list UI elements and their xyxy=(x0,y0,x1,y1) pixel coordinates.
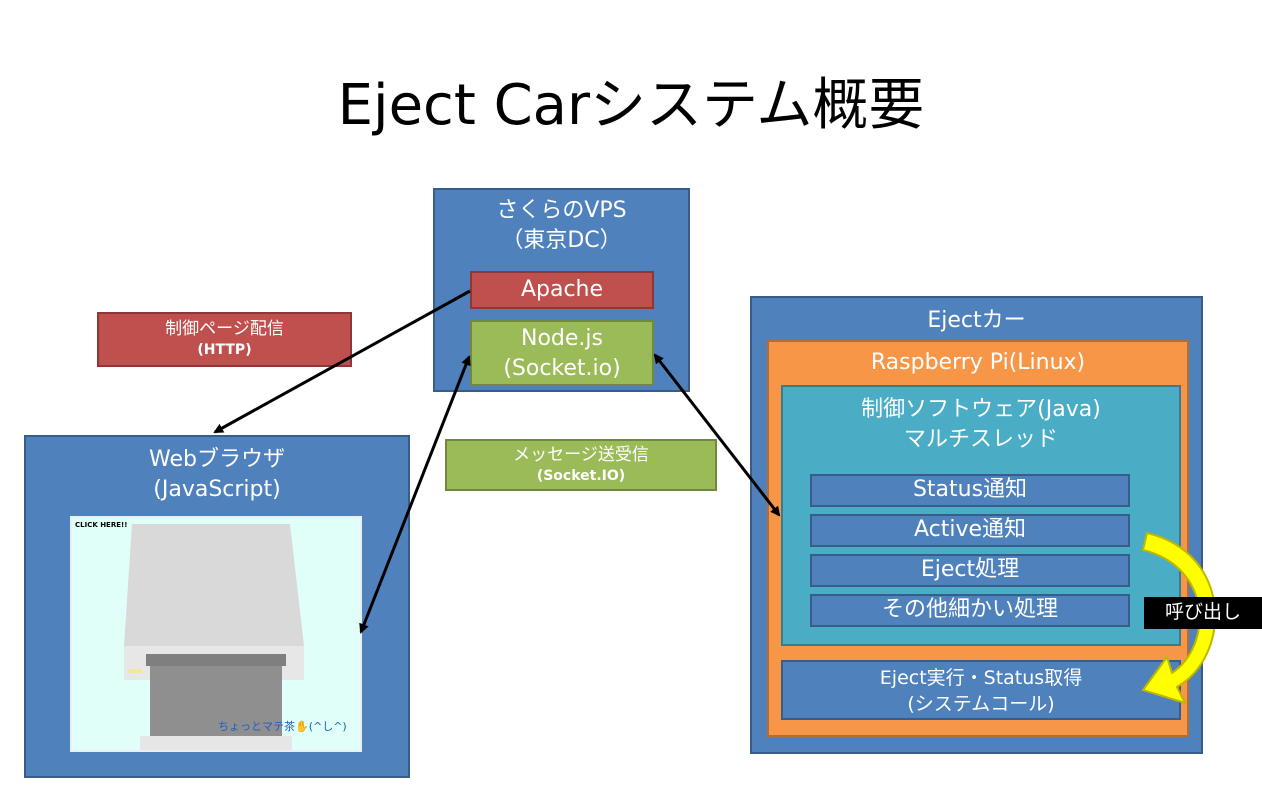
click-here-text[interactable]: CLICK HERE!! xyxy=(75,521,128,529)
page-title: Eject Carシステム概要 xyxy=(337,73,925,138)
socket-label-line1: メッセージ送受信 xyxy=(513,445,649,465)
apache-label: Apache xyxy=(520,277,604,302)
eject-car-label: Ejectカー xyxy=(927,308,1026,333)
eject-process-item: Eject処理 xyxy=(810,554,1130,587)
syscall-label-line2: (システムコール) xyxy=(907,693,1055,715)
browser-preview[interactable]: CLICK HERE!! ちょっとマテ茶✋(^し^) xyxy=(70,516,362,752)
eject-process-label: Eject処理 xyxy=(920,557,1020,582)
drive-illustration xyxy=(124,524,304,750)
socket-arrow-car xyxy=(653,353,781,517)
vps-label-line1: さくらのVPS xyxy=(496,198,627,223)
http-arrow xyxy=(213,289,471,434)
drive-base xyxy=(140,736,292,750)
vps-label-line2: （東京DC） xyxy=(501,228,622,253)
drive-tray xyxy=(150,666,282,736)
status-notify-item: Status通知 xyxy=(810,474,1130,507)
status-notify-label: Status通知 xyxy=(912,477,1028,502)
drive-slot xyxy=(146,654,286,666)
browser-label-line2: (JavaScript) xyxy=(153,477,281,502)
active-notify-label: Active通知 xyxy=(913,517,1027,542)
http-label-line2: (HTTP) xyxy=(197,342,252,358)
software-label-line1: 制御ソフトウェア(Java) xyxy=(861,397,1101,422)
drive-top-shape xyxy=(124,524,304,646)
call-badge: 呼び出し xyxy=(1144,597,1262,629)
syscall-label-line1: Eject実行・Status取得 xyxy=(879,667,1083,689)
node-box: Node.js (Socket.io) xyxy=(470,320,654,386)
active-notify-item: Active通知 xyxy=(810,514,1130,547)
socket-arrow-browser xyxy=(359,355,471,634)
apache-box: Apache xyxy=(470,271,654,309)
other-process-label: その他細かい処理 xyxy=(881,597,1058,622)
software-label-line2: マルチスレッド xyxy=(903,427,1058,452)
browser-label-line1: Webブラウザ xyxy=(149,447,285,472)
node-label-line2: (Socket.io) xyxy=(503,356,621,381)
drive-led xyxy=(128,669,142,673)
preview-caption: ちょっとマテ茶✋(^し^) xyxy=(218,720,347,733)
node-label-line1: Node.js xyxy=(521,326,603,351)
http-label-line1: 制御ページ配信 xyxy=(165,319,284,339)
http-label-box: 制御ページ配信 (HTTP) xyxy=(97,312,352,367)
call-arrow-icon xyxy=(1141,531,1217,705)
raspberry-pi-label: Raspberry Pi(Linux) xyxy=(870,350,1086,375)
other-process-item: その他細かい処理 xyxy=(810,594,1130,627)
socket-label-line2: (Socket.IO) xyxy=(536,468,626,484)
syscall-box: Eject実行・Status取得 (システムコール) xyxy=(781,660,1181,720)
